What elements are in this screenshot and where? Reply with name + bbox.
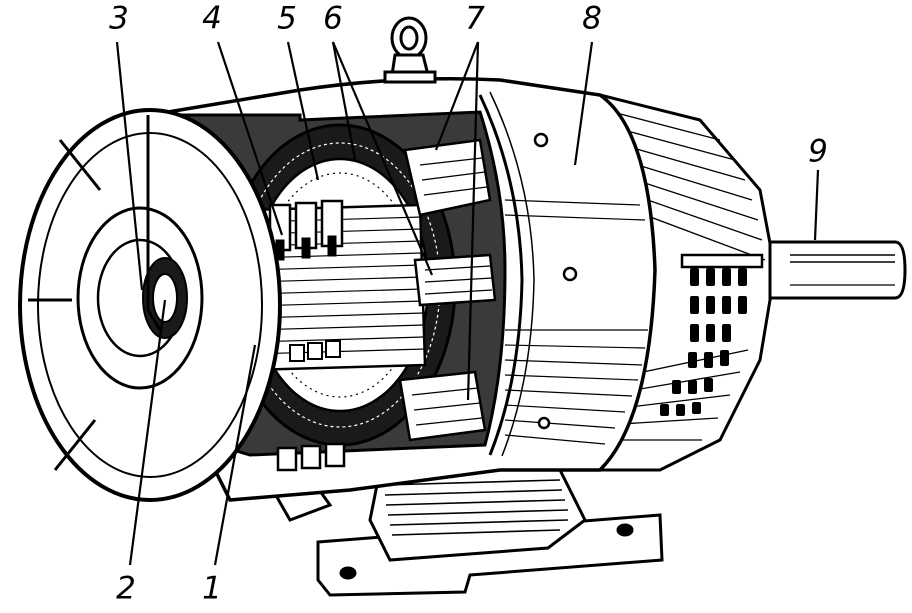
label-8: 8 [582, 0, 602, 37]
leader-lines [115, 41, 820, 566]
label-2: 2 [116, 570, 136, 607]
label-4: 4 [202, 0, 222, 37]
label-1: 1 [202, 570, 222, 607]
label-7: 7 [465, 0, 485, 37]
label-6: 6 [323, 0, 343, 37]
label-9: 9 [808, 133, 828, 170]
mounting-base [267, 468, 664, 597]
vent-slots [660, 268, 747, 416]
label-5: 5 [277, 0, 297, 37]
motor-shaft [768, 240, 907, 300]
end-shield [18, 108, 282, 502]
lifting-eye [383, 16, 437, 84]
label-3: 3 [109, 0, 129, 37]
